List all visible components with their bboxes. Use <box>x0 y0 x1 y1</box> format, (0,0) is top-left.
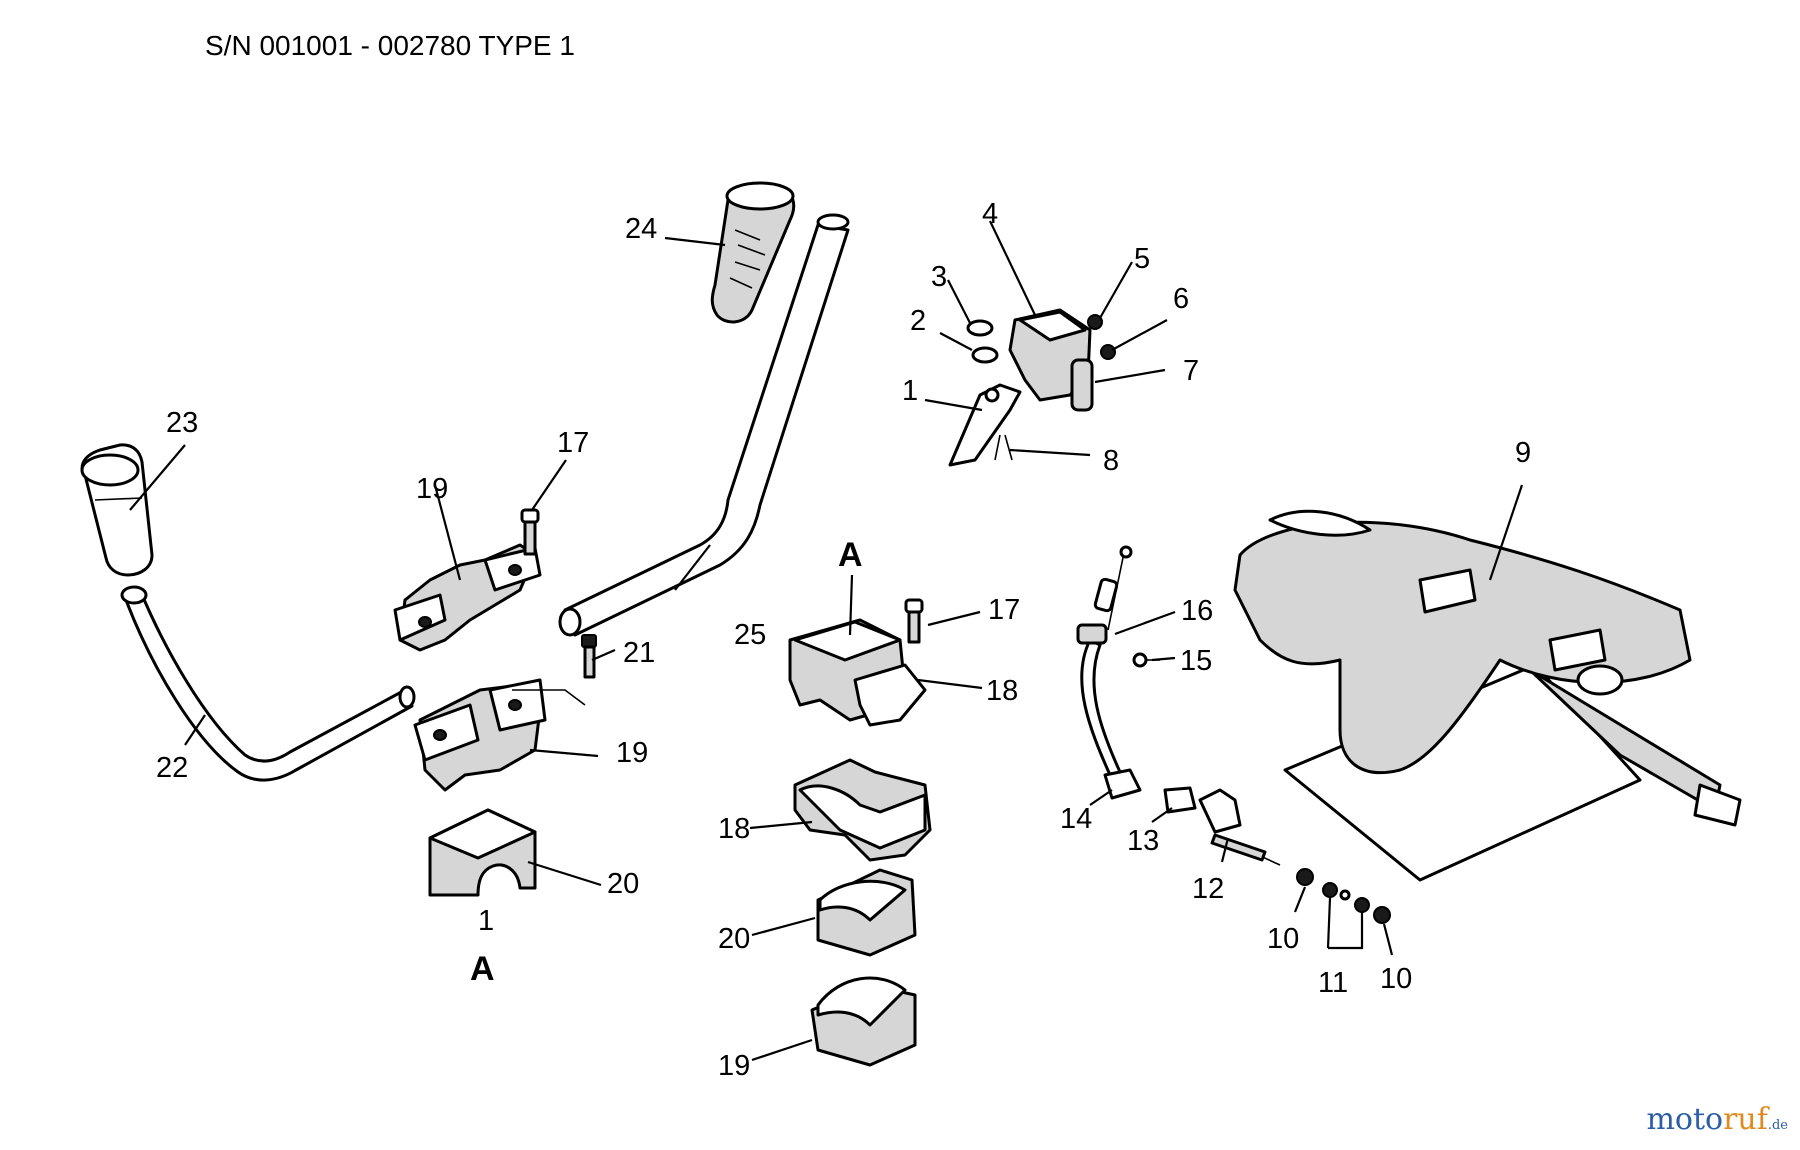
callout-10-left: 10 <box>1267 923 1299 955</box>
callout-25: 25 <box>734 619 766 651</box>
callout-16: 16 <box>1181 595 1213 627</box>
callout-labels: 23 22 24 25 19 17 21 19 20 1 A A 17 18 1… <box>156 198 1531 1082</box>
callout-5: 5 <box>1134 243 1150 275</box>
nut-6 <box>1100 344 1116 360</box>
callout-20-left: 20 <box>607 868 639 900</box>
screw-3 <box>966 319 994 337</box>
callout-19-upper: 19 <box>416 473 448 505</box>
callout-20-a: 20 <box>718 923 750 955</box>
handlebar-right-tube <box>558 213 850 637</box>
callout-6: 6 <box>1173 283 1189 315</box>
nut-10-left <box>1296 868 1314 886</box>
callout-2: 2 <box>910 305 926 337</box>
grip-left <box>80 443 154 577</box>
callout-15: 15 <box>1180 645 1212 677</box>
callout-21: 21 <box>623 637 655 669</box>
nut-5 <box>1087 314 1103 330</box>
callout-17-right: 17 <box>988 594 1020 626</box>
leader-lines <box>129 220 1524 1062</box>
callout-8: 8 <box>1103 445 1119 477</box>
throttle-lever-1 <box>948 383 1022 467</box>
callout-3: 3 <box>931 261 947 293</box>
throttle-cable <box>1076 545 1133 777</box>
callout-9: 9 <box>1515 437 1531 469</box>
callout-22: 22 <box>156 752 188 784</box>
callout-19-lower: 19 <box>616 737 648 769</box>
callout-10-right: 10 <box>1380 963 1412 995</box>
callout-13: 13 <box>1127 825 1159 857</box>
callout-18-upper: 18 <box>986 675 1018 707</box>
detail-label-a-left: A <box>470 950 495 988</box>
callout-4: 4 <box>982 198 998 230</box>
clamp-detail-a <box>788 598 927 727</box>
detail-label-a-right: A <box>838 536 863 574</box>
harness-9 <box>1233 509 1742 882</box>
clamp-19-a <box>810 976 917 1067</box>
spring-8 <box>994 434 1013 461</box>
spacer-20-a <box>816 868 917 957</box>
watermark-logo: motoruf.de <box>1646 1102 1788 1137</box>
screw-2 <box>971 346 999 364</box>
bolt-21 <box>581 634 597 679</box>
cable-end-14 <box>1103 768 1142 800</box>
callout-sub-1: 1 <box>478 905 494 937</box>
callout-17-left: 17 <box>557 427 589 459</box>
callout-19-a: 19 <box>718 1050 750 1082</box>
bolt-17-left <box>520 508 540 556</box>
washers-11 <box>1322 882 1370 913</box>
handlebar-left-tube <box>120 585 416 782</box>
throttle-housing <box>1008 308 1092 402</box>
clamp-half-18 <box>793 758 932 862</box>
nut-10-right <box>1373 906 1391 924</box>
grip-right <box>710 181 796 324</box>
callout-7: 7 <box>1183 355 1199 387</box>
callout-1: 1 <box>902 375 918 407</box>
callout-24: 24 <box>625 213 657 245</box>
callout-14: 14 <box>1060 803 1092 835</box>
callout-12: 12 <box>1192 873 1224 905</box>
callout-11: 11 <box>1318 967 1348 999</box>
sleeve-13 <box>1163 786 1197 814</box>
diagram-title: S/N 001001 - 002780 TYPE 1 <box>205 30 575 61</box>
callout-18-lower: 18 <box>718 813 750 845</box>
adjuster-12 <box>1198 788 1281 866</box>
switch-7 <box>1070 358 1094 412</box>
spacer-20-left <box>428 808 537 897</box>
clamp-lower-19 <box>413 678 586 792</box>
callout-23: 23 <box>166 407 198 439</box>
clamp-upper-19 <box>393 543 542 652</box>
